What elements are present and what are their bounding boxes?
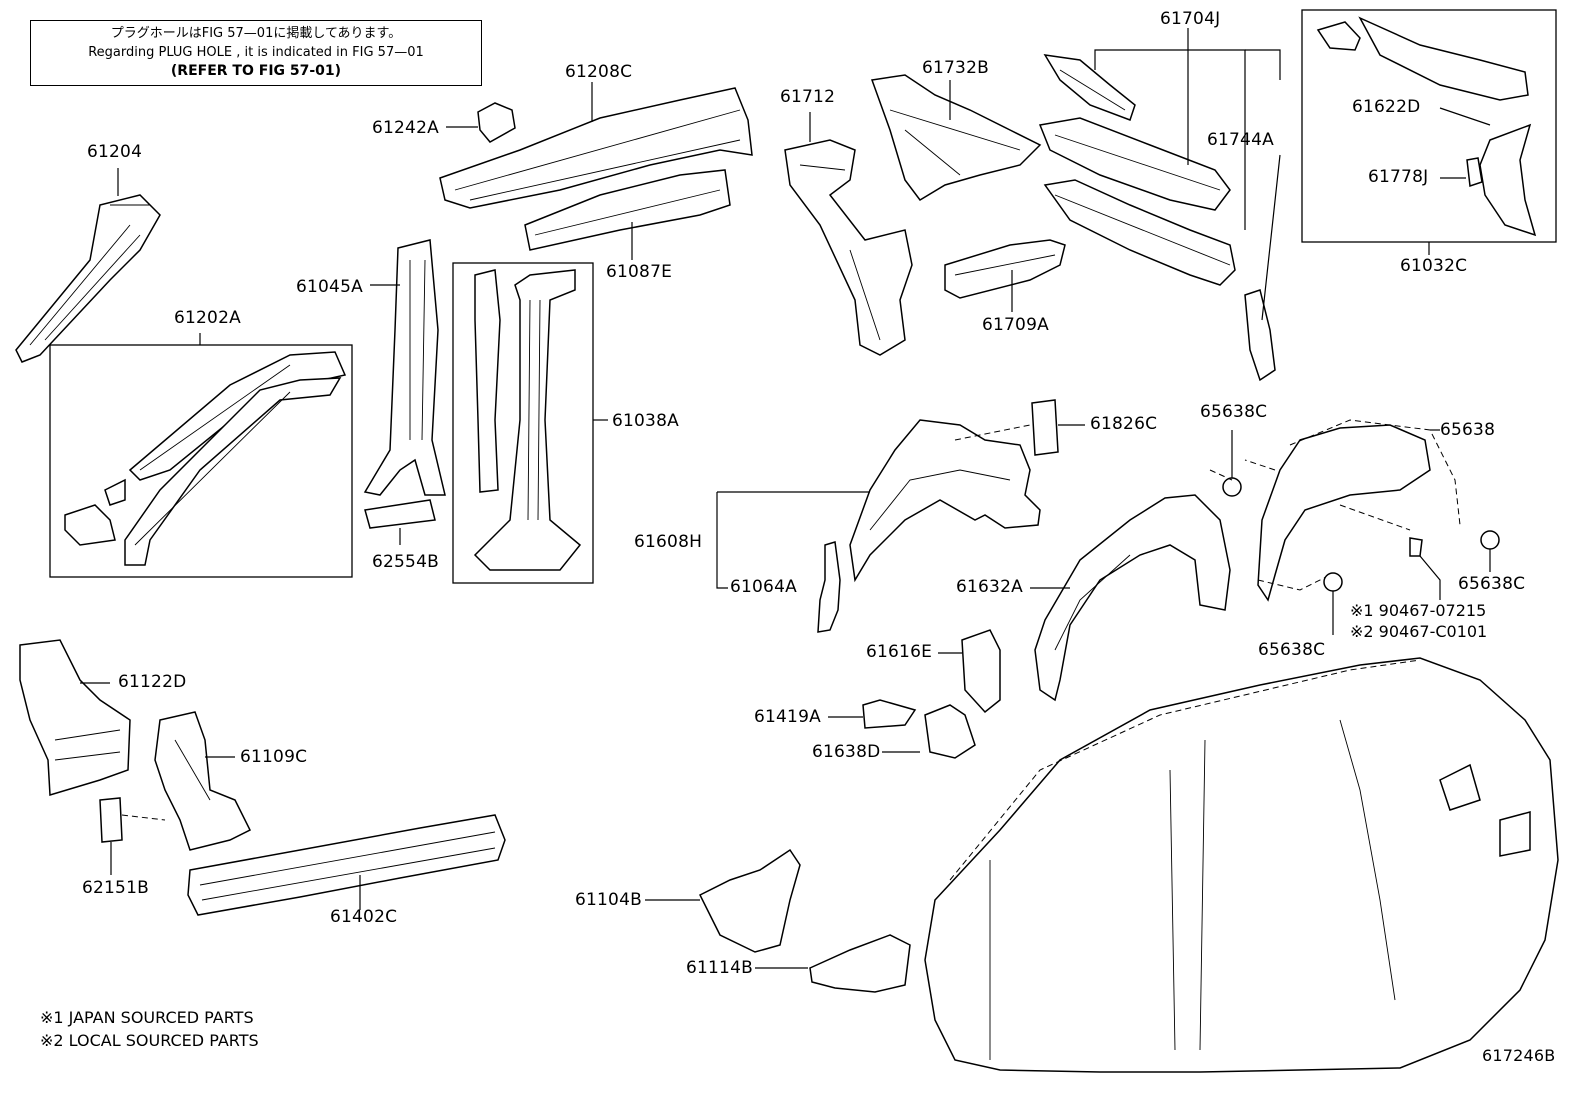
part-61402C[interactable] (187, 814, 506, 916)
label-61202A[interactable]: 61202A (174, 308, 241, 328)
label-61419A[interactable]: 61419A (754, 707, 821, 727)
part-61114B[interactable] (755, 934, 911, 993)
label-61402C[interactable]: 61402C (330, 907, 398, 927)
label-65638[interactable]: 65638 (1440, 420, 1496, 440)
part-61032C[interactable] (1316, 16, 1537, 255)
part-61608H[interactable] (716, 419, 1041, 589)
part-61087E[interactable] (524, 169, 731, 260)
label-65638C-bottom[interactable]: 65638C (1258, 640, 1326, 660)
label-61744A[interactable]: 61744A (1207, 130, 1274, 150)
label-61204[interactable]: 61204 (87, 142, 143, 162)
group-box-61202A (49, 344, 353, 578)
part-61732B[interactable] (870, 74, 1042, 201)
footnote-japan-sourced: ※1 JAPAN SOURCED PARTS (40, 1008, 254, 1027)
part-61632A[interactable] (1030, 494, 1231, 702)
part-61242A[interactable] (446, 102, 516, 143)
label-61038A[interactable]: 61038A (612, 411, 679, 431)
label-62151B[interactable]: 62151B (82, 878, 149, 898)
note-line-english: Regarding PLUG HOLE , it is indicated in… (88, 45, 424, 60)
label-61109C[interactable]: 61109C (240, 747, 308, 767)
label-61242A[interactable]: 61242A (372, 118, 439, 138)
part-61419A[interactable] (828, 699, 917, 729)
footnote-local-sourced: ※2 LOCAL SOURCED PARTS (40, 1031, 259, 1050)
label-61638D[interactable]: 61638D (812, 742, 881, 762)
label-61122D[interactable]: 61122D (118, 672, 187, 692)
label-62554B[interactable]: 62554B (372, 552, 439, 572)
part-61744A[interactable] (1043, 49, 1281, 382)
label-61632A[interactable]: 61632A (956, 577, 1023, 597)
part-61638D[interactable] (882, 704, 976, 759)
part-61826C[interactable] (1031, 399, 1085, 456)
part-61616E[interactable] (938, 629, 1001, 714)
part-side-panel-outer (924, 657, 1559, 1073)
label-61704J[interactable]: 61704J (1160, 9, 1221, 29)
label-61045A[interactable]: 61045A (296, 277, 363, 297)
part-65638C[interactable] (1209, 430, 1500, 635)
part-61709A[interactable] (944, 239, 1066, 312)
plug-hole-note: プラグホールはFIG 57—01に掲載してあります。 Regarding PLU… (30, 20, 482, 86)
part-65638[interactable] (1244, 419, 1461, 602)
label-61608H[interactable]: 61608H (634, 532, 703, 552)
part-61202A[interactable] (64, 333, 347, 566)
label-90467-07215[interactable]: ※1 90467-07215 (1350, 601, 1487, 620)
label-65638C-right[interactable]: 65638C (1458, 574, 1526, 594)
label-61712[interactable]: 61712 (780, 87, 836, 107)
part-61038A[interactable] (473, 269, 608, 571)
part-61704J[interactable] (1038, 28, 1246, 230)
label-61826C[interactable]: 61826C (1090, 414, 1158, 434)
label-61064A[interactable]: 61064A (730, 577, 797, 597)
part-62554B[interactable] (364, 499, 436, 545)
label-61709A[interactable]: 61709A (982, 315, 1049, 335)
part-61109C[interactable] (154, 711, 252, 851)
part-61204[interactable] (15, 168, 161, 363)
part-61208C[interactable] (439, 82, 753, 209)
label-61732B[interactable]: 61732B (922, 58, 989, 78)
label-61208C[interactable]: 61208C (565, 62, 633, 82)
label-90467-C0101[interactable]: ※2 90467-C0101 (1350, 622, 1488, 641)
label-61778J[interactable]: 61778J (1368, 167, 1429, 187)
figure-code: 617246B (1482, 1046, 1556, 1065)
part-62151B[interactable] (99, 797, 166, 875)
label-61114B[interactable]: 61114B (686, 958, 753, 978)
part-61064A[interactable] (817, 541, 841, 633)
note-line-japanese: プラグホールはFIG 57—01に掲載してあります。 (110, 26, 402, 41)
note-line-refer: (REFER TO FIG 57-01) (170, 63, 342, 79)
label-61104B[interactable]: 61104B (575, 890, 642, 910)
label-61616E[interactable]: 61616E (866, 642, 933, 662)
part-61712[interactable] (784, 112, 913, 356)
label-61622D[interactable]: 61622D (1352, 97, 1421, 117)
group-box-61038A (452, 262, 594, 584)
label-61087E[interactable]: 61087E (606, 262, 673, 282)
label-65638C-top[interactable]: 65638C (1200, 402, 1268, 422)
label-61032C[interactable]: 61032C (1400, 256, 1468, 276)
part-61122D[interactable] (19, 639, 131, 796)
part-61045A[interactable] (363, 239, 446, 496)
part-61104B[interactable] (645, 848, 801, 953)
